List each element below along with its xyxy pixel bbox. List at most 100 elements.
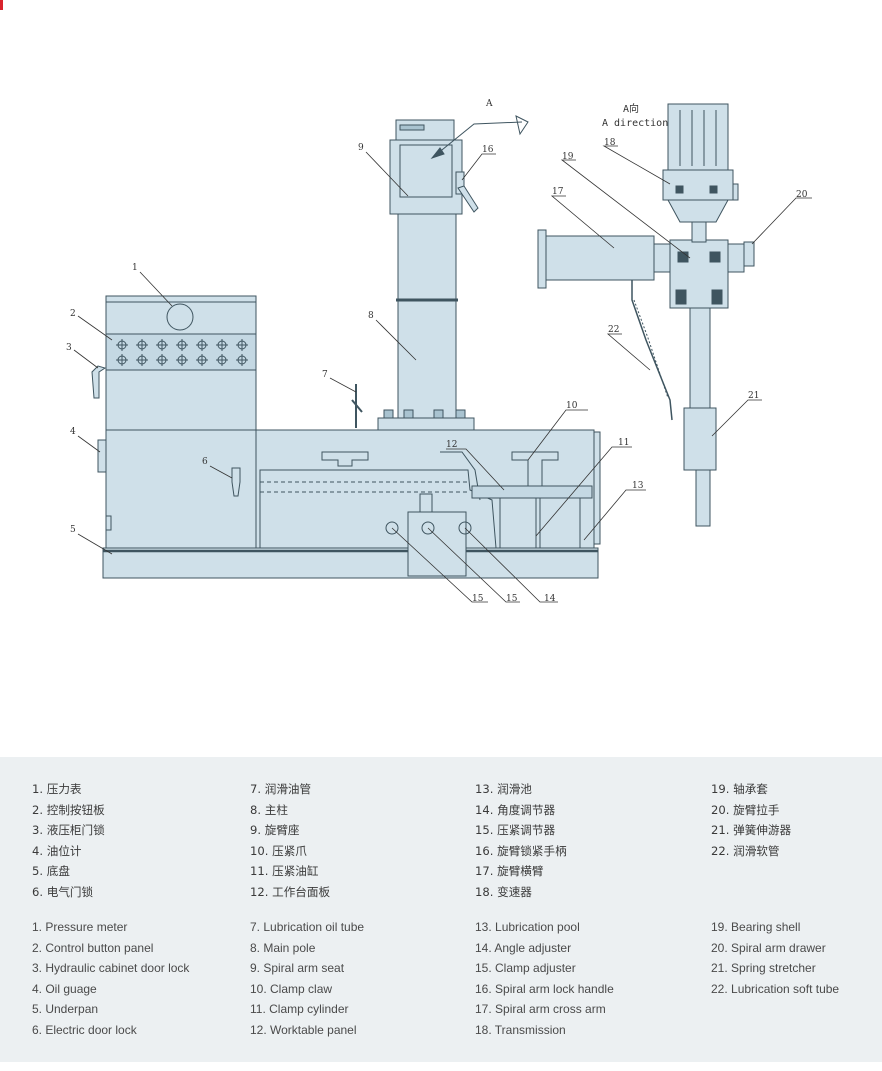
spiral-arm-seat [389,139,463,215]
bolt [383,409,394,419]
callout-label-c15a: 15 [472,594,484,604]
bolt [455,409,466,419]
clamp-cylinder [407,511,467,577]
oil-gauge [97,439,107,473]
spiral-arm-lock-handle [455,171,465,195]
legend-item: 14. 角度调节器 [475,802,556,817]
legend-item: 11. Clamp cylinder [250,1002,349,1017]
control-button-panel [105,333,257,371]
leader-line [427,527,520,603]
legend-item: 8. Main pole [250,940,316,955]
callout-label-c4: 4 [70,427,76,437]
legend-item: 10. 压紧爪 [250,843,307,858]
callout-label-c14: 14 [544,594,556,604]
pressure-meter [166,303,194,331]
legend-en-col-4: 19. Bearing shell 20. Spiral arm drawer … [711,917,839,999]
leader-line [461,153,496,181]
callout-label-c19: 19 [562,152,574,162]
legend-item: 20. 旋臂拉手 [711,802,780,817]
legend-item: 5. 底盘 [32,864,70,879]
leader-line [560,159,691,259]
legend-item: 21. Spring stretcher [711,961,816,976]
bolt [403,409,414,419]
legend-item: 5. Underpan [32,1002,99,1017]
legend-item: 7. 润滑油管 [250,782,312,796]
legend-item: 13. Lubrication pool [475,920,580,934]
leader-line [73,349,99,369]
callout-label-c8: 8 [368,311,374,321]
callout-label-c22: 22 [608,325,619,335]
legend-item: 8. 主柱 [250,802,288,817]
callout-label-c11: 11 [618,438,629,448]
callout-label-c20: 20 [796,190,808,200]
leader-line [209,465,233,479]
callout-label-c6: 6 [202,457,208,467]
legend-item: 9. 旋臂座 [250,823,300,838]
legend-item: 4. 油位计 [32,843,82,858]
main-pole [377,417,475,431]
legend-item: 13. 润滑池 [475,782,532,796]
legend-item: 2. Control button panel [32,940,154,955]
transmission [662,169,734,201]
legend-item: 12. 工作台面板 [250,884,331,899]
clamp-adjuster-1 [385,521,399,535]
lubrication-soft-tube [631,280,673,421]
direction-label-side-en: A direction [602,118,668,129]
legend-item: 22. 润滑软管 [711,843,780,858]
leader-line [329,377,357,393]
legend-item: 16. Spiral arm lock handle [475,981,614,996]
clamp-claw-left [321,451,369,467]
legend-item: 19. 轴承套 [711,782,768,796]
callout-label-c9: 9 [358,143,364,153]
electric-door-lock [231,467,241,497]
callout-label-c12: 12 [446,440,457,450]
angle-adjuster [458,521,472,535]
legend-item: 1. Pressure meter [32,920,128,934]
clamp-claw-right [511,451,559,487]
leader-line [751,197,812,245]
leader-line [77,533,113,555]
leader-line [527,409,588,461]
leader-line [583,489,646,541]
callout-label-c3: 3 [66,343,72,353]
legend-item: 15. Clamp adjuster [475,961,576,976]
leader-line [77,435,101,453]
leader-line [464,527,558,603]
lubrication-oil-tube [351,384,363,428]
legend-item: 10. Clamp claw [250,981,333,996]
legend-en-col-3: 13. Lubrication pool 14. Angle adjuster … [475,917,614,1041]
legend-item: 11. 压紧油缸 [250,864,319,879]
clamp-adjuster-2 [421,521,435,535]
legend-cn-col-1: 1. 压力表 2. 控制按钮板 3. 液压柜门锁 4. 油位计 5. 底盘 6.… [32,779,105,903]
legend-item: 4. Oil guage [32,981,97,996]
leader-line [602,145,671,185]
direction-label-side-cn: A向 [623,102,639,115]
legend-item: 3. Hydraulic cabinet door lock [32,961,190,976]
corner-accent-mark [0,0,3,10]
spring-stretcher [683,407,717,471]
callout-label-c7: 7 [322,370,328,380]
callout-label-c5: 5 [70,525,76,535]
legend-item: 6. 电气门锁 [32,884,94,899]
legend-en-col-2: 7. Lubrication oil tube 8. Main pole 9. … [250,917,364,1041]
legend-cn-col-3: 13. 润滑池 14. 角度调节器 15. 压紧调节器 16. 旋臂锁紧手柄 1… [475,779,567,903]
legend-item: 20. Spiral arm drawer [711,940,826,955]
legend-item: 7. Lubrication oil tube [250,920,365,934]
legend-item: 3. 液压柜门锁 [32,823,105,838]
underpan [102,547,599,579]
motor [667,103,729,171]
legend-item: 1. 压力表 [32,782,82,796]
legend-item: 17. Spiral arm cross arm [475,1002,606,1017]
leader-line [391,527,488,603]
spiral-arm-drawer [743,241,755,267]
legend-item: 15. 压紧调节器 [475,823,556,838]
legend-item: 9. Spiral arm seat [250,961,345,976]
leader-line [446,448,505,491]
legend-item: 2. 控制按钮板 [32,802,105,817]
callout-label-c2: 2 [70,309,76,319]
legend-item: 18. Transmission [475,1022,566,1037]
spiral-arm-cross-arm [545,235,655,281]
legend-en-col-1: 1. Pressure meter 2. Control button pane… [32,917,189,1041]
